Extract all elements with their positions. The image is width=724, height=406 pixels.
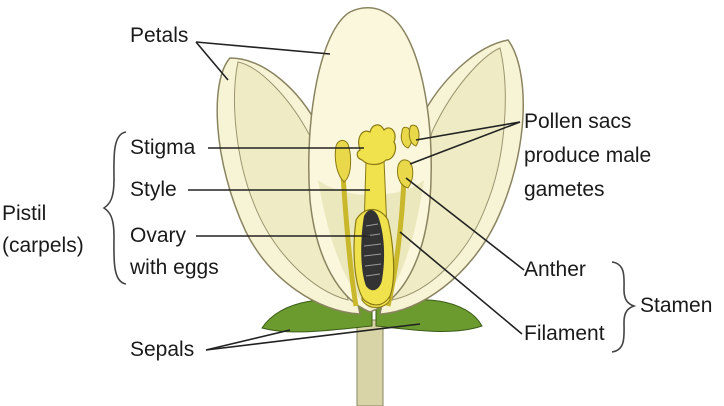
anther-label: Anther	[524, 258, 586, 281]
pollen-sacs-label-line3: gametes	[524, 178, 605, 201]
filament-leader	[399, 231, 523, 335]
pistil-label-line1: Pistil	[2, 202, 47, 225]
pistil-label-line2: (carpels)	[2, 234, 84, 257]
petals-label: Petals	[130, 24, 189, 47]
filament-label: Filament	[524, 322, 605, 345]
pollen-sacs-label-line2: produce male	[524, 144, 652, 167]
anther-leader	[405, 177, 525, 271]
stem	[356, 319, 384, 406]
pollen-leader-b	[409, 121, 521, 165]
sepals-label: Sepals	[130, 338, 195, 361]
stigma-lobes	[356, 124, 397, 166]
ovary-label-line2: with eggs	[130, 256, 219, 279]
ovary-label-line1: Ovary	[130, 224, 187, 247]
sepals-leader-b	[205, 323, 421, 351]
petals-leader-a	[195, 41, 229, 81]
petals-leader-b	[195, 41, 331, 55]
pollen-sac-top-2	[408, 124, 420, 147]
left-anther	[334, 139, 352, 183]
stamen-label: Stamen	[640, 294, 713, 317]
pollen-sacs-label-line1: Pollen sacs	[524, 110, 632, 133]
ovary-eggs	[361, 210, 385, 291]
stigma-label: Stigma	[130, 136, 196, 159]
leader-lines	[188, 41, 525, 351]
sepals-leader-a	[205, 329, 291, 351]
egg-texture	[363, 223, 382, 277]
pistil-brace	[102, 131, 127, 285]
stamen-brace	[611, 261, 637, 353]
pollen-leader-a	[415, 121, 521, 141]
style-label: Style	[130, 178, 177, 201]
